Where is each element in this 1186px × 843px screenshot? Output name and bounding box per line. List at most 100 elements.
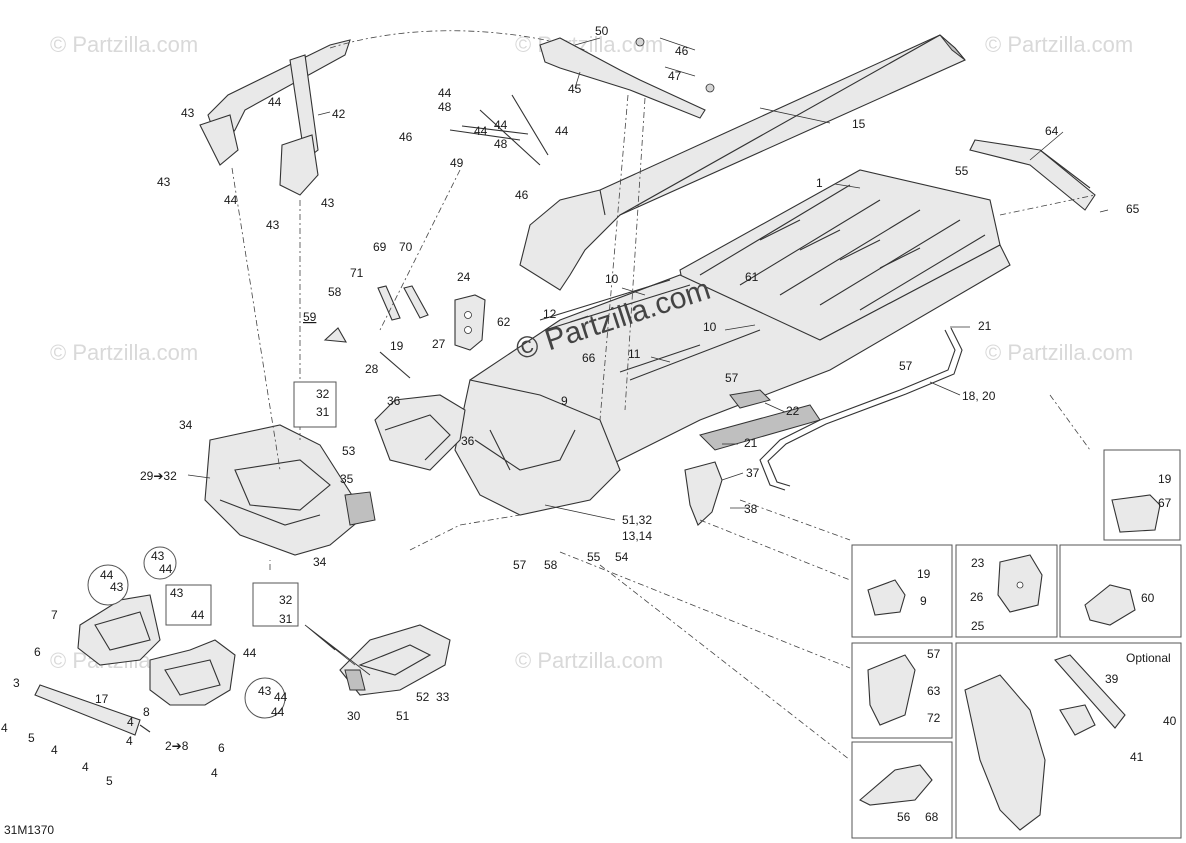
- callout-47: 47: [668, 69, 682, 83]
- callout-43: 43: [170, 586, 184, 600]
- callout-4: 4: [127, 715, 134, 729]
- callout-58: 58: [544, 558, 558, 572]
- callout-54: 54: [615, 550, 629, 564]
- callout-44: 44: [494, 118, 508, 132]
- callout-31: 31: [316, 405, 330, 419]
- callout-51-32: 51,32: [622, 513, 652, 527]
- callout-44: 44: [268, 95, 282, 109]
- callout-69: 69: [373, 240, 387, 254]
- watermark: © Partzilla.com: [50, 340, 198, 365]
- callout-labels: 50 46 47 45 15 44 48 44 44 48 44 46 49 4…: [1, 24, 1177, 837]
- callout-70: 70: [399, 240, 413, 254]
- callout-32: 32: [316, 387, 330, 401]
- callout-60: 60: [1141, 591, 1155, 605]
- callout-61: 61: [745, 270, 759, 284]
- skid-plate-assembly: [339, 624, 451, 696]
- callout-17: 17: [95, 692, 109, 706]
- callout-34: 34: [179, 418, 193, 432]
- callout-44: 44: [224, 193, 238, 207]
- callout-3: 3: [13, 676, 20, 690]
- callout-35: 35: [340, 472, 354, 486]
- callout-19: 19: [917, 567, 931, 581]
- watermark: © Partzilla.com: [985, 32, 1133, 57]
- callout-6: 6: [34, 645, 41, 659]
- callout-43: 43: [151, 549, 165, 563]
- callout-44: 44: [474, 124, 488, 138]
- callout-72: 72: [927, 711, 941, 725]
- callout-62: 62: [497, 315, 511, 329]
- callout-19: 19: [390, 339, 404, 353]
- callout-2-8: 2➔8: [165, 739, 189, 753]
- callout-9: 9: [561, 394, 568, 408]
- callout-44: 44: [274, 690, 288, 704]
- callout-56: 56: [897, 810, 911, 824]
- callout-23: 23: [971, 556, 985, 570]
- callout-25: 25: [971, 619, 985, 633]
- callout-9: 9: [920, 594, 927, 608]
- callout-45: 45: [568, 82, 582, 96]
- callout-10: 10: [703, 320, 717, 334]
- callout-71: 71: [350, 266, 364, 280]
- callout-57: 57: [927, 647, 941, 661]
- callout-43: 43: [110, 580, 124, 594]
- watermark: © Partzilla.com: [50, 32, 198, 57]
- callout-4: 4: [1, 721, 8, 735]
- callout-44: 44: [555, 124, 569, 138]
- callout-42: 42: [332, 107, 346, 121]
- callout-49: 49: [450, 156, 464, 170]
- callout-53: 53: [342, 444, 356, 458]
- callout-13-14: 13,14: [622, 529, 652, 543]
- callout-27: 27: [432, 337, 446, 351]
- drawing-code: 31M1370: [4, 823, 54, 837]
- callout-39: 39: [1105, 672, 1119, 686]
- steering-support-assembly: [199, 30, 586, 196]
- callout-4: 4: [51, 743, 58, 757]
- callout-51: 51: [396, 709, 410, 723]
- callout-46: 46: [399, 130, 413, 144]
- callout-55: 55: [955, 164, 969, 178]
- leader-lines: [187, 37, 1109, 761]
- callout-18-20: 18, 20: [962, 389, 996, 403]
- callout-67: 67: [1158, 496, 1172, 510]
- callout-44: 44: [438, 86, 452, 100]
- callout-21: 21: [978, 319, 992, 333]
- callout-48: 48: [438, 100, 452, 114]
- callout-46: 46: [515, 188, 529, 202]
- callout-37: 37: [746, 466, 760, 480]
- callout-33: 33: [436, 690, 450, 704]
- callout-4: 4: [126, 734, 133, 748]
- callout-5: 5: [106, 774, 113, 788]
- callout-1: 1: [816, 176, 823, 190]
- optional-label: Optional: [1126, 651, 1171, 665]
- callout-28: 28: [365, 362, 379, 376]
- callout-30: 30: [347, 709, 361, 723]
- callout-43: 43: [258, 684, 272, 698]
- steering-arms-assembly: [449, 37, 715, 166]
- callout-12: 12: [543, 307, 557, 321]
- callout-44: 44: [271, 705, 285, 719]
- callout-40: 40: [1163, 714, 1177, 728]
- callout-59: 59: [303, 310, 317, 324]
- front-subframe-assembly: [34, 594, 236, 736]
- watermark: © Partzilla.com: [515, 648, 663, 673]
- callout-43: 43: [157, 175, 171, 189]
- callout-58: 58: [328, 285, 342, 299]
- callout-4: 4: [211, 766, 218, 780]
- main-frame-assembly: [323, 34, 1096, 526]
- callout-38: 38: [744, 502, 758, 516]
- callout-32: 32: [279, 593, 293, 607]
- callout-44: 44: [100, 568, 114, 582]
- callout-15: 15: [852, 117, 866, 131]
- callout-8: 8: [143, 705, 150, 719]
- callout-57: 57: [513, 558, 527, 572]
- callout-41: 41: [1130, 750, 1144, 764]
- callout-50: 50: [595, 24, 609, 38]
- callout-4: 4: [82, 760, 89, 774]
- callout-68: 68: [925, 810, 939, 824]
- callout-43: 43: [321, 196, 335, 210]
- hardware-callout-circles: [87, 381, 337, 719]
- callout-36: 36: [387, 394, 401, 408]
- callout-52: 52: [416, 690, 430, 704]
- callout-55: 55: [587, 550, 601, 564]
